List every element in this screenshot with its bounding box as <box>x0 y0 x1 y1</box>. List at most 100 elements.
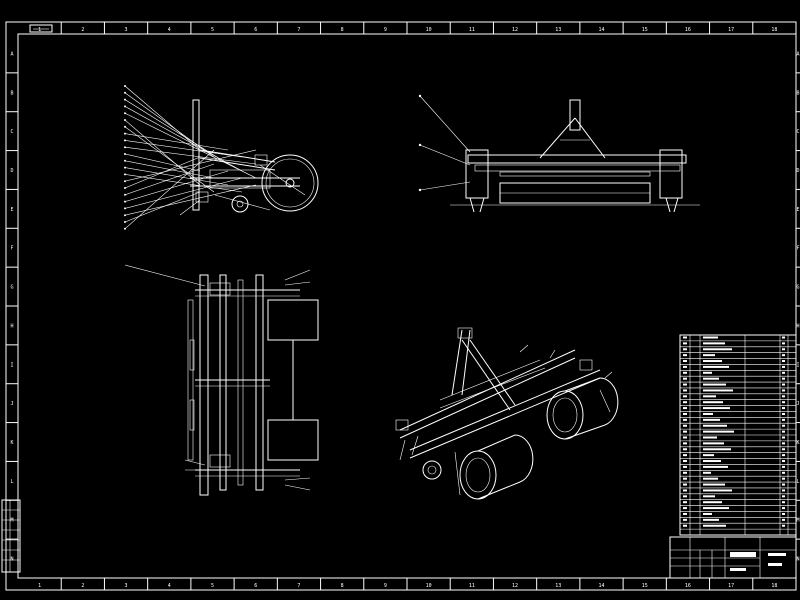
parts-row-qty <box>782 477 785 480</box>
parts-row-qty <box>782 371 785 374</box>
parts-row-qty <box>782 336 785 339</box>
parts-row-number <box>683 524 687 527</box>
parts-row-number <box>683 418 687 421</box>
right-tick-label: B <box>796 90 799 96</box>
leader-line <box>124 156 201 189</box>
leader-line <box>124 140 243 158</box>
leader-line <box>419 95 471 153</box>
parts-row-name <box>703 342 725 345</box>
bottom-tick-label: 11 <box>469 583 475 589</box>
parts-row-name <box>703 518 719 521</box>
leader-dot <box>124 125 126 128</box>
parts-row-name <box>703 442 724 445</box>
bottom-tick-label: 2 <box>81 583 84 589</box>
title-block <box>669 536 797 579</box>
parts-row-number <box>683 377 687 380</box>
right-tick-label: C <box>796 129 799 135</box>
bottom-tick-label: 4 <box>168 583 171 589</box>
parts-row-number <box>683 489 687 492</box>
parts-row-name <box>703 336 718 339</box>
inner-frame <box>17 33 797 579</box>
parts-row-number <box>683 371 687 374</box>
parts-row-number <box>683 342 687 345</box>
roller-wheel <box>261 154 319 212</box>
top-tick-label: 12 <box>512 27 518 33</box>
parts-row-name <box>703 448 731 451</box>
parts-row-name <box>703 512 712 515</box>
parts-row-qty <box>782 412 785 415</box>
top-tick-label: 17 <box>728 27 734 33</box>
parts-row-name <box>703 412 713 415</box>
top-tick-label: 6 <box>254 27 257 33</box>
leader-line <box>124 149 215 230</box>
parts-row-qty <box>782 389 785 392</box>
parts-row-qty <box>782 489 785 492</box>
leader-line <box>124 174 243 193</box>
right-tick-label: F <box>796 246 799 252</box>
parts-row-number <box>683 389 687 392</box>
bottom-tick-label: 5 <box>211 583 214 589</box>
roller-bottom <box>267 419 319 461</box>
left-tick-label: I <box>10 362 13 368</box>
parts-row-qty <box>782 524 785 527</box>
parts-row-name <box>703 360 722 363</box>
parts-row-number <box>683 383 687 386</box>
parts-row-qty <box>782 454 785 457</box>
parts-row-name <box>703 436 717 439</box>
leader-line <box>124 191 201 223</box>
leader-dot <box>124 180 126 183</box>
parts-row-qty <box>782 360 785 363</box>
leader-line <box>124 99 229 165</box>
parts-row-name <box>703 424 727 427</box>
parts-list-rows <box>680 336 796 530</box>
left-tick-label: D <box>10 168 13 174</box>
top-tick-label: 8 <box>341 27 344 33</box>
parts-row-name <box>703 495 715 498</box>
top-tick-label: 4 <box>168 27 171 33</box>
parts-list <box>679 334 797 536</box>
leader-line <box>124 177 243 209</box>
parts-row-number <box>683 477 687 480</box>
bottom-tick-label: 13 <box>555 583 561 589</box>
parts-row-name <box>703 489 732 492</box>
parts-row-name <box>703 454 714 457</box>
right-tick-label: M <box>796 518 799 524</box>
parts-row-name <box>703 501 722 504</box>
parts-row-name <box>703 477 718 480</box>
margin-stamp <box>1 499 21 573</box>
bottom-tick-label: 17 <box>728 583 734 589</box>
parts-row-number <box>683 430 687 433</box>
bottom-tick-label: 8 <box>341 583 344 589</box>
bottom-tick-label: 14 <box>598 583 604 589</box>
parts-row-number <box>683 454 687 457</box>
parts-row-number <box>683 442 687 445</box>
leader-dot <box>124 132 126 135</box>
bottom-tick-label: 12 <box>512 583 518 589</box>
parts-row-qty <box>782 383 785 386</box>
top-tick-label: 7 <box>297 27 300 33</box>
right-tick-label: N <box>796 557 799 563</box>
bottom-tick-label: 16 <box>685 583 691 589</box>
parts-row-qty <box>782 471 785 474</box>
parts-row-number <box>683 460 687 463</box>
parts-row-qty <box>782 354 785 357</box>
parts-row-name <box>703 507 729 510</box>
corner-stamp <box>29 24 53 33</box>
right-tick-label: G <box>796 285 799 291</box>
parts-row-qty <box>782 465 785 468</box>
parts-row-name <box>703 395 716 398</box>
right-tick-label: E <box>796 207 799 213</box>
bottom-tick-label: 7 <box>297 583 300 589</box>
leader-line <box>419 144 471 166</box>
left-tick-label: G <box>10 285 13 291</box>
left-tick-label: N <box>10 557 13 563</box>
parts-row-name <box>703 383 726 386</box>
bottom-tick-label: 3 <box>125 583 128 589</box>
leader-dot <box>124 200 126 203</box>
top-tick-label: 14 <box>598 27 604 33</box>
parts-row-qty <box>782 448 785 451</box>
top-tick-label: 5 <box>211 27 214 33</box>
